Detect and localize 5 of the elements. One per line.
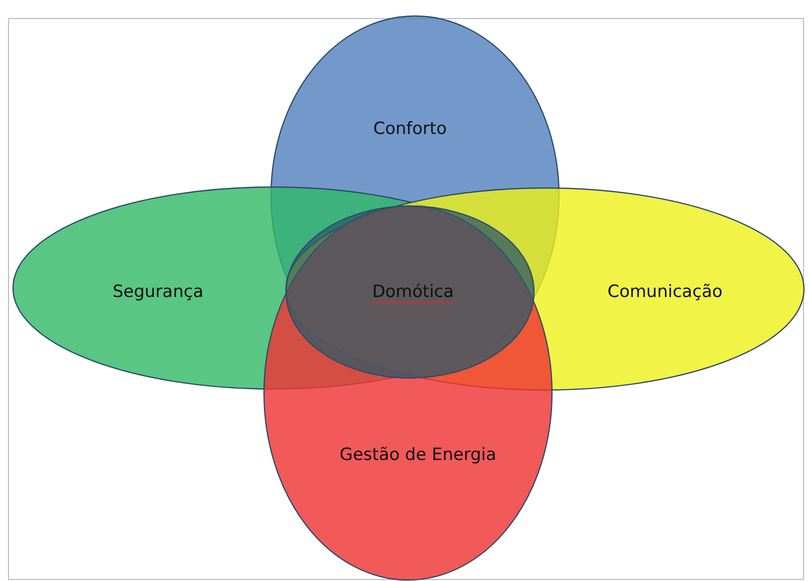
circle-label: Comunicação: [607, 282, 723, 302]
circle-label: Conforto: [373, 119, 447, 139]
circle-label: Gestão de Energia: [340, 445, 496, 465]
circle-label: Segurança: [112, 282, 204, 302]
circle-label: Domótica: [372, 282, 454, 302]
